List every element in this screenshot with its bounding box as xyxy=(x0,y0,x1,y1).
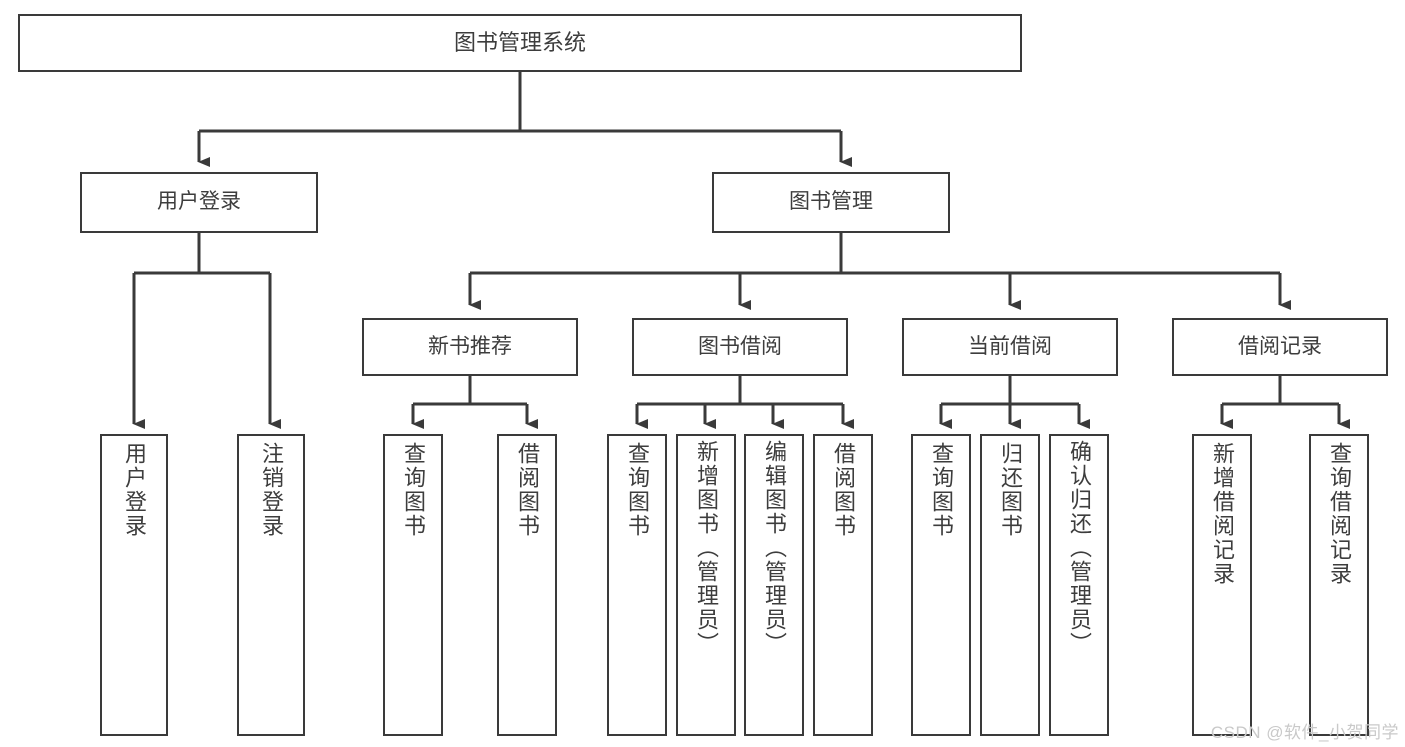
leaf-query-borrow-record[interactable]: 查询借阅记录 xyxy=(1309,434,1369,736)
leaf-borrow-book[interactable]: 借阅图书 xyxy=(813,434,873,736)
node-current-borrow[interactable]: 当前借阅 xyxy=(902,318,1118,376)
node-label: 用户登录 xyxy=(157,190,241,214)
node-new-book-recommend[interactable]: 新书推荐 xyxy=(362,318,578,376)
leaf-confirm-return-admin[interactable]: 确认归还（管理员） xyxy=(1049,434,1109,736)
node-label: 借阅图书 xyxy=(831,442,856,538)
node-label: 图书管理系统 xyxy=(453,30,586,56)
node-book-borrow[interactable]: 图书借阅 xyxy=(632,318,848,376)
leaf-add-borrow-record[interactable]: 新增借阅记录 xyxy=(1192,434,1252,736)
node-label: 查询图书 xyxy=(929,442,954,538)
leaf-query-book-recommend[interactable]: 查询图书 xyxy=(383,434,443,736)
node-label: 查询图书 xyxy=(401,442,426,538)
node-label: 归还图书 xyxy=(998,442,1023,538)
node-borrow-record[interactable]: 借阅记录 xyxy=(1172,318,1388,376)
node-label: 新增借阅记录 xyxy=(1210,442,1235,586)
node-label: 确认归还（管理员） xyxy=(1067,440,1092,656)
node-book-management[interactable]: 图书管理 xyxy=(712,172,950,233)
leaf-logout[interactable]: 注销登录 xyxy=(237,434,305,736)
node-label: 查询借阅记录 xyxy=(1327,442,1352,586)
leaf-borrow-book-recommend[interactable]: 借阅图书 xyxy=(497,434,557,736)
leaf-query-book-current[interactable]: 查询图书 xyxy=(911,434,971,736)
node-label: 当前借阅 xyxy=(968,334,1052,358)
node-label: 编辑图书（管理员） xyxy=(762,440,787,656)
watermark: CSDN @软件_小贺同学 xyxy=(1210,723,1399,742)
node-label: 借阅记录 xyxy=(1238,334,1322,358)
node-label: 查询图书 xyxy=(625,442,650,538)
node-label: 图书管理 xyxy=(789,190,873,214)
leaf-add-book-admin[interactable]: 新增图书（管理员） xyxy=(676,434,736,736)
node-label: 图书借阅 xyxy=(698,334,782,358)
node-label: 注销登录 xyxy=(259,442,284,538)
node-user-login[interactable]: 用户登录 xyxy=(80,172,318,233)
leaf-return-book[interactable]: 归还图书 xyxy=(980,434,1040,736)
node-label: 用户登录 xyxy=(122,442,147,538)
node-label: 新增图书（管理员） xyxy=(694,440,719,656)
node-root-system[interactable]: 图书管理系统 xyxy=(18,14,1022,72)
node-label: 新书推荐 xyxy=(428,334,512,358)
leaf-user-login[interactable]: 用户登录 xyxy=(100,434,168,736)
leaf-edit-book-admin[interactable]: 编辑图书（管理员） xyxy=(744,434,804,736)
leaf-query-book-borrow[interactable]: 查询图书 xyxy=(607,434,667,736)
node-label: 借阅图书 xyxy=(515,442,540,538)
